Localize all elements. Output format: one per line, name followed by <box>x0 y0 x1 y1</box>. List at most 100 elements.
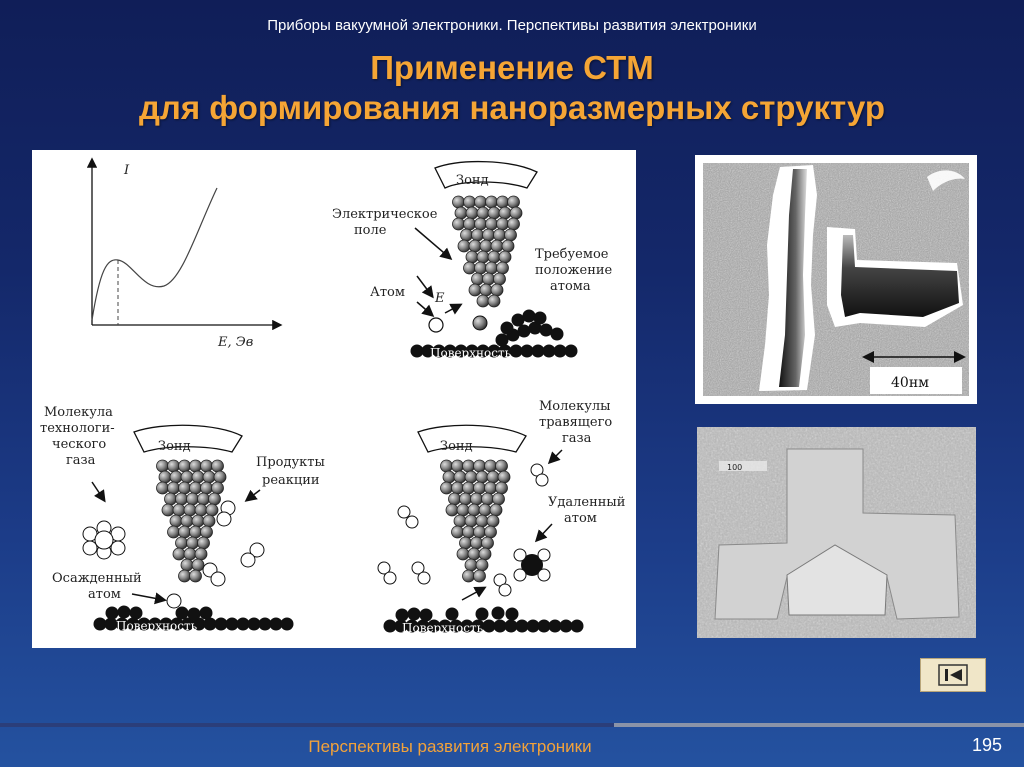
probe-atom <box>189 481 202 495</box>
probe-atom <box>482 228 495 242</box>
surface-atom <box>505 607 519 621</box>
probe-atom <box>211 459 224 473</box>
probe-atom <box>459 536 472 550</box>
probe-atom <box>487 250 501 264</box>
surface-atom <box>203 617 217 631</box>
surface-label-1: Поверхность <box>430 346 512 360</box>
probe-atom <box>194 547 208 561</box>
presentation-subtitle: Приборы вакуумной электроники. Перспекти… <box>267 17 757 34</box>
probe-atom <box>478 547 492 561</box>
surface-atom <box>104 617 118 631</box>
probe-atom <box>496 195 509 209</box>
probe-atom <box>471 272 484 286</box>
probe-tip-2 <box>156 459 227 583</box>
field-symbol: E <box>434 291 445 306</box>
sem-image: 100 <box>697 427 976 638</box>
surface-atom <box>117 605 131 619</box>
surface-atom <box>500 321 514 335</box>
surface-atom <box>410 344 424 358</box>
probe-atom <box>484 459 497 473</box>
probe-atom <box>451 481 464 495</box>
current-voltage-graph: I E, Эв <box>86 157 283 350</box>
probe-atom <box>194 503 208 517</box>
probe-atom <box>481 536 494 550</box>
probe-tip-3 <box>440 459 511 583</box>
surface-atom <box>526 619 540 633</box>
surface-atom <box>445 607 459 621</box>
surface-atom <box>495 333 509 347</box>
surface-atom <box>137 617 151 631</box>
surface-atom <box>515 619 529 633</box>
probe-atom <box>191 558 205 572</box>
surface-atom <box>504 619 518 633</box>
probe-atom <box>467 503 481 517</box>
surface-atom <box>93 617 107 631</box>
surface-atom <box>407 607 421 621</box>
probe-atom <box>507 195 520 209</box>
probe-atom <box>504 228 517 242</box>
sem-scale-label: 100 <box>727 463 742 472</box>
probe-atom <box>470 536 483 550</box>
surface-atom <box>533 311 547 325</box>
probe-atom <box>478 503 492 517</box>
surface-atoms-1 <box>410 309 578 358</box>
probe-atom <box>471 228 484 242</box>
surface-atom <box>465 344 479 358</box>
surface-atom <box>550 327 564 341</box>
probe-atom <box>158 470 172 484</box>
probe-atom <box>172 547 186 561</box>
surface-atom <box>115 617 129 631</box>
surface-atom <box>269 617 283 631</box>
surface-atom <box>542 344 556 358</box>
probe-atom <box>493 272 506 286</box>
surface-atom <box>383 619 397 633</box>
probe-atom <box>485 217 498 231</box>
probe-atom <box>479 239 493 253</box>
probe-atom <box>486 514 500 528</box>
probe-atom <box>484 525 497 539</box>
atom-label: Атом <box>370 285 405 300</box>
molecule-label-line-2: технологи- <box>40 421 115 436</box>
skip-to-first-icon <box>938 664 968 686</box>
surface-atom <box>159 617 173 631</box>
probe-atom <box>497 470 511 484</box>
surface-atom <box>258 617 272 631</box>
surface-atom <box>553 344 567 358</box>
graph-x-label: E, Эв <box>217 335 253 350</box>
surface-atom <box>454 344 468 358</box>
probe-atom <box>208 492 221 506</box>
probe-label-3: Зонд <box>440 439 473 454</box>
probe-atom <box>180 558 194 572</box>
probe-atom <box>200 481 213 495</box>
probe-atom <box>451 525 464 539</box>
surface-atom <box>419 608 433 622</box>
probe-atom <box>445 503 459 517</box>
probe-atom <box>468 283 482 297</box>
probe-atom <box>486 470 500 484</box>
surface-atom <box>460 619 474 633</box>
probe-atom <box>479 283 493 297</box>
back-to-first-slide-button[interactable] <box>920 658 986 692</box>
surface-atom <box>482 619 496 633</box>
probe-atom <box>178 525 191 539</box>
target-position-label-3: атома <box>550 279 591 294</box>
surface-atom <box>187 607 201 621</box>
probe-atom <box>475 558 489 572</box>
surface-atom <box>548 619 562 633</box>
surface-atom <box>192 617 206 631</box>
probe-atom <box>211 481 224 495</box>
surface-atoms-3 <box>383 606 584 633</box>
probe-atom <box>474 261 487 275</box>
surface-atom <box>539 323 553 337</box>
surface-atom <box>528 321 542 335</box>
probe-atom <box>172 503 186 517</box>
etch-gas-label-2: травящего <box>539 415 612 430</box>
stm-micrograph: 40нм <box>695 155 977 404</box>
probe-atom <box>481 492 494 506</box>
deposited-atom-label-1: Осажденный <box>52 571 142 586</box>
probe-atom <box>487 294 501 308</box>
surface-atom <box>280 617 294 631</box>
probe-atom <box>473 481 486 495</box>
surface-atom <box>394 619 408 633</box>
reaction-products <box>202 500 265 587</box>
